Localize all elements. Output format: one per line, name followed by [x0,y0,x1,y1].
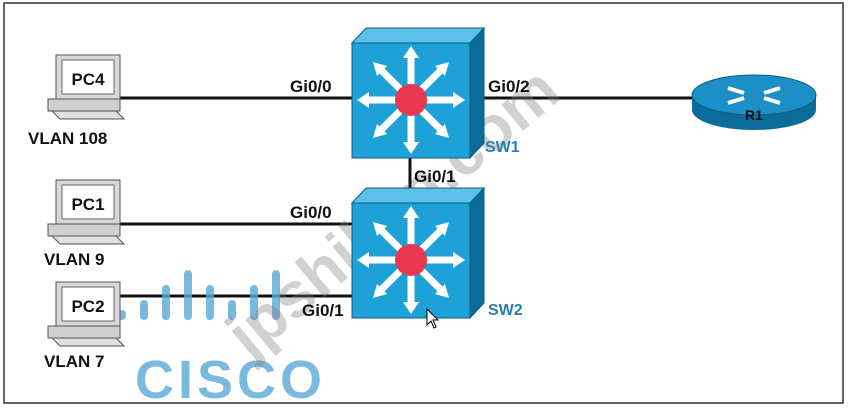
pc4[interactable]: PC4 [47,54,126,120]
sw2[interactable] [350,186,486,320]
pc2-label: PC2 [71,297,104,316]
pc1-label: PC1 [71,195,104,214]
svg-text:CISCO: CISCO [135,350,326,408]
r1[interactable]: R1 [691,74,817,130]
mouse-cursor-icon [426,307,440,329]
cisco-logo-watermark: CISCO [118,270,326,408]
sw1-gi0-1-label: Gi0/1 [414,167,456,186]
pc2[interactable]: PC2 [47,281,126,347]
sw1-label: SW1 [485,139,520,156]
links [118,96,700,298]
r1-label: R1 [745,107,763,123]
sw1-gi0-2-label: Gi0/2 [488,77,530,96]
pc4-label: PC4 [71,70,105,89]
sw2-gi0-1-label: Gi0/1 [302,301,344,320]
pc1[interactable]: PC1 [47,179,126,245]
pc1-vlan: VLAN 9 [44,250,104,269]
pc2-vlan: VLAN 7 [44,352,104,371]
sw1[interactable] [350,26,486,160]
sw2-label: SW2 [488,302,523,319]
pc4-vlan: VLAN 108 [28,129,107,148]
sw1-gi0-0-label: Gi0/0 [290,77,332,96]
sw2-gi0-0-label: Gi0/0 [290,203,332,222]
